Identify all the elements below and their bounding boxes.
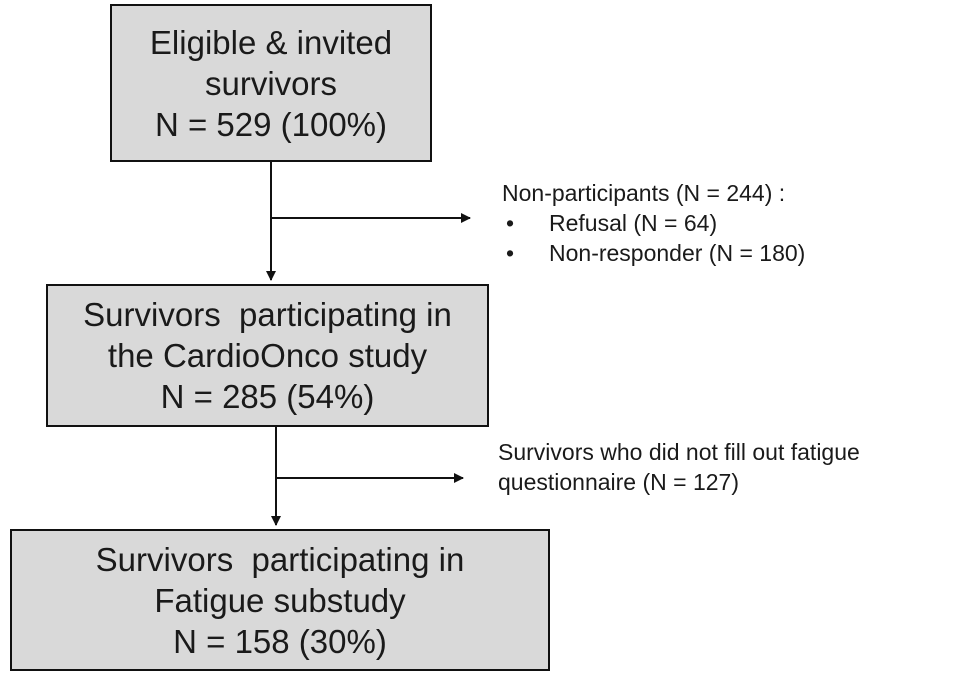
- no-questionnaire-note: Survivors who did not fill out fatigue q…: [498, 437, 860, 497]
- list-item-label: Non-responder (N = 180): [549, 240, 806, 266]
- box-count: N = 158 (30%): [173, 622, 387, 660]
- box-text-line: the CardioOnco study: [107, 337, 428, 374]
- note-line: Survivors who did not fill out fatigue: [498, 439, 860, 465]
- box-text-line: Fatigue substudy: [154, 581, 406, 619]
- list-item-label: Refusal (N = 64): [549, 210, 718, 236]
- bullet-icon: •: [506, 240, 515, 266]
- box-count: N = 285 (54%): [160, 378, 375, 415]
- box-text-line: Eligible & invited: [149, 23, 393, 61]
- eligible-survivors-box: Eligible & invited survivors N = 529 (10…: [110, 4, 432, 162]
- box-count: N = 529 (100%): [154, 105, 388, 143]
- list-item: • Non-responder (N = 180): [502, 238, 805, 268]
- non-participants-note: Non-participants (N = 244) : • Refusal (…: [502, 178, 805, 268]
- list-item: • Refusal (N = 64): [502, 208, 805, 238]
- bullet-icon: •: [506, 210, 515, 236]
- box-text-line: Survivors participating in: [95, 540, 465, 578]
- box-text-line: survivors: [204, 64, 338, 102]
- cardioonco-participants-box: Survivors participating in the CardioOnc…: [46, 284, 489, 427]
- fatigue-substudy-box: Survivors participating in Fatigue subst…: [10, 529, 550, 671]
- note-title: Non-participants (N = 244) :: [502, 180, 786, 206]
- box-text-line: Survivors participating in: [83, 296, 452, 333]
- note-line: questionnaire (N = 127): [498, 469, 740, 495]
